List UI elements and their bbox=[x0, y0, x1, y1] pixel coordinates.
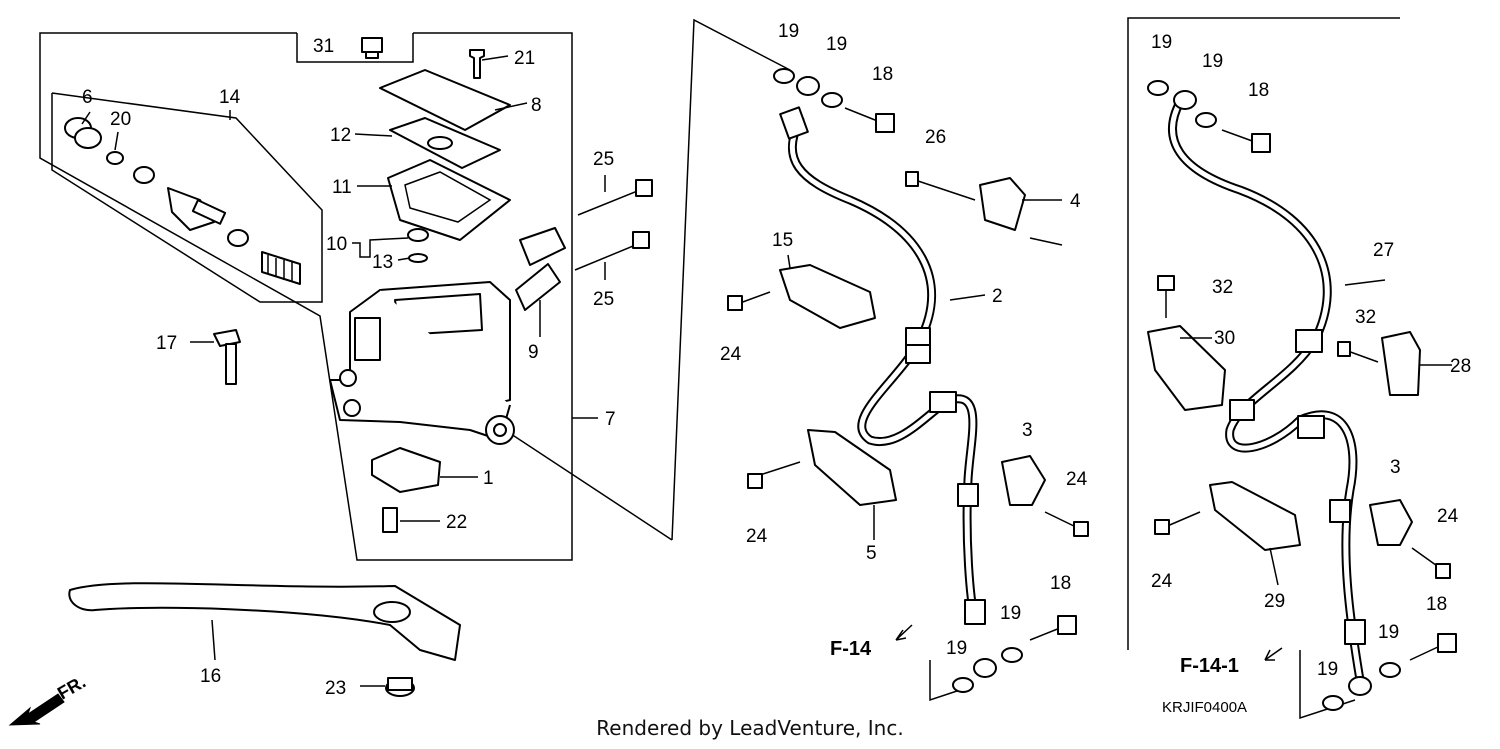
clamp-28[interactable] bbox=[1337, 331, 1421, 396]
callout-18-d: 18 bbox=[1426, 594, 1447, 615]
callout-11: 11 bbox=[332, 177, 352, 198]
callout-22: 22 bbox=[446, 512, 467, 533]
callout-24-c: 24 bbox=[746, 526, 768, 547]
callout-3-left: 3 bbox=[1022, 420, 1033, 441]
master-cylinder-frame bbox=[39, 32, 573, 561]
callout-19-g: 19 bbox=[1378, 622, 1399, 643]
callout-19-e: 19 bbox=[1151, 32, 1172, 53]
clamp-30[interactable] bbox=[1147, 275, 1226, 411]
callout-25-bottom: 25 bbox=[593, 289, 614, 310]
callout-16: 16 bbox=[200, 666, 221, 687]
brake-lever[interactable] bbox=[68, 582, 461, 661]
brake-hose-2[interactable] bbox=[779, 76, 997, 678]
callout-10: 10 bbox=[326, 234, 347, 255]
callout-19-d: 19 bbox=[946, 638, 967, 659]
callout-24-b: 24 bbox=[1066, 469, 1088, 490]
callout-24-e: 24 bbox=[1151, 571, 1173, 592]
callout-8: 8 bbox=[531, 95, 542, 116]
callout-9: 9 bbox=[528, 342, 539, 363]
callout-leaders bbox=[81, 55, 1452, 687]
callout-1: 1 bbox=[483, 468, 494, 489]
clamp-15[interactable] bbox=[727, 264, 876, 329]
cap-screw[interactable] bbox=[469, 49, 485, 79]
callout-2: 2 bbox=[992, 286, 1003, 307]
callout-18-b: 18 bbox=[1050, 573, 1071, 594]
callout-18-a: 18 bbox=[872, 64, 893, 85]
clamp-3-right[interactable] bbox=[1369, 499, 1451, 579]
clamp-4[interactable] bbox=[905, 171, 1026, 231]
callout-7: 7 bbox=[605, 409, 616, 430]
callout-28: 28 bbox=[1450, 356, 1471, 377]
callout-30: 30 bbox=[1214, 328, 1235, 349]
callout-24-d: 24 bbox=[1437, 506, 1459, 527]
hose-leader-lines bbox=[504, 17, 1400, 720]
callout-15: 15 bbox=[772, 230, 793, 251]
front-arrow-icon bbox=[8, 693, 65, 726]
callout-19-h: 19 bbox=[1317, 659, 1338, 680]
callout-32-a: 32 bbox=[1212, 277, 1233, 298]
pivot-bolt[interactable] bbox=[213, 329, 241, 385]
callout-18-c: 18 bbox=[1248, 80, 1269, 101]
holder-bolts[interactable] bbox=[574, 179, 653, 271]
piston-kit[interactable] bbox=[64, 117, 301, 285]
callout-20: 20 bbox=[110, 109, 131, 130]
arrow-f14-1-icon bbox=[1264, 647, 1283, 661]
sealing-washers[interactable] bbox=[773, 68, 1401, 711]
callout-17: 17 bbox=[156, 333, 177, 354]
arrow-f14-icon bbox=[895, 624, 913, 641]
callout-26: 26 bbox=[925, 127, 946, 148]
section-reference-f14[interactable]: F-14 bbox=[830, 624, 913, 660]
callout-19-a: 19 bbox=[778, 21, 799, 42]
cap-bolt-31[interactable] bbox=[361, 37, 383, 59]
callout-19-f: 19 bbox=[1202, 51, 1223, 72]
callout-13: 13 bbox=[372, 252, 393, 273]
callout-14: 14 bbox=[219, 87, 241, 108]
callout-27: 27 bbox=[1373, 240, 1394, 261]
callout-4: 4 bbox=[1070, 191, 1081, 212]
reservoir-cap[interactable] bbox=[379, 69, 511, 131]
master-cylinder-body[interactable] bbox=[329, 281, 515, 445]
switch-screw[interactable] bbox=[382, 507, 398, 533]
render-credit: Rendered by LeadVenture, Inc. bbox=[596, 716, 904, 740]
clamp-5[interactable] bbox=[747, 429, 897, 506]
piston-kit-bracket bbox=[51, 92, 323, 303]
callout-3-right: 3 bbox=[1390, 457, 1401, 478]
callout-25-top: 25 bbox=[593, 149, 614, 170]
callout-19-c: 19 bbox=[1000, 603, 1021, 624]
cap-plate[interactable] bbox=[389, 117, 501, 169]
callout-12: 12 bbox=[330, 125, 351, 146]
brake-hose-27[interactable] bbox=[1168, 90, 1372, 696]
callout-6: 6 bbox=[82, 87, 93, 108]
float-and-seal[interactable] bbox=[407, 228, 429, 263]
part-callouts: 31 21 8 12 11 10 13 6 20 14 25 25 9 7 17… bbox=[82, 21, 1471, 699]
diaphragm[interactable] bbox=[387, 159, 511, 241]
clamp-29[interactable] bbox=[1154, 481, 1301, 551]
callout-32-b: 32 bbox=[1355, 307, 1376, 328]
callout-23: 23 bbox=[325, 678, 346, 699]
lever-nut[interactable] bbox=[385, 677, 415, 697]
section-reference-f14-1[interactable]: F-14-1 bbox=[1180, 647, 1283, 677]
diagram-code: KRJIF0400A bbox=[1162, 699, 1247, 716]
callout-31: 31 bbox=[313, 36, 334, 57]
clamp-3-left[interactable] bbox=[1001, 455, 1089, 537]
callout-19-b: 19 bbox=[826, 34, 847, 55]
oil-bolts[interactable] bbox=[844, 107, 1457, 661]
section-ref-f14-label[interactable]: F-14 bbox=[830, 638, 872, 660]
handlebar-holder[interactable] bbox=[515, 227, 566, 311]
callout-21: 21 bbox=[514, 48, 535, 69]
brake-switch[interactable] bbox=[371, 447, 441, 493]
callout-5: 5 bbox=[866, 543, 877, 564]
callout-29: 29 bbox=[1264, 591, 1285, 612]
section-ref-f14-1-label[interactable]: F-14-1 bbox=[1180, 655, 1239, 677]
callout-24-a: 24 bbox=[720, 344, 742, 365]
